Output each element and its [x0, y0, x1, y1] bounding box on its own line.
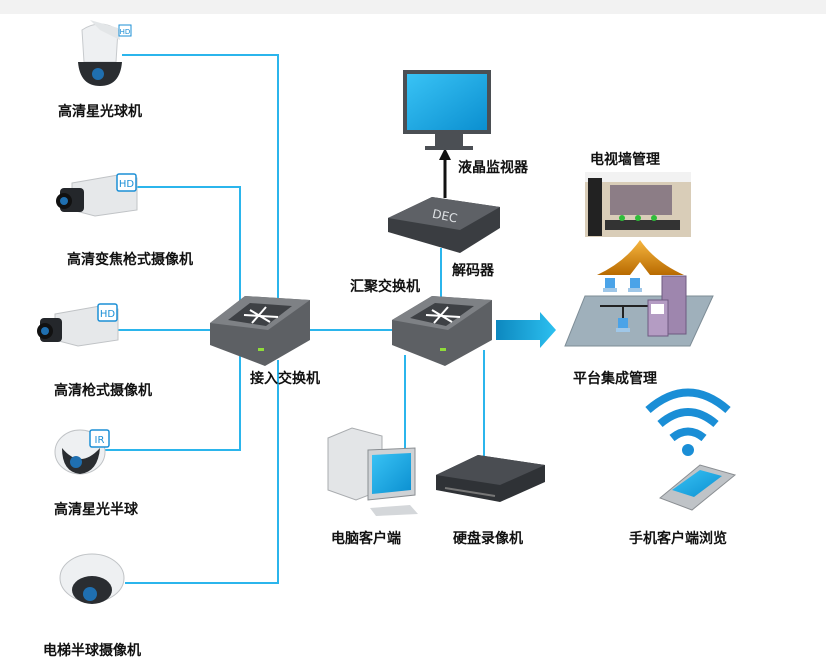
- label-mobile-client: 手机客户端浏览: [629, 530, 727, 547]
- wires: [105, 54, 485, 584]
- video-wall-icon: [585, 172, 691, 237]
- label-ptz-camera: 高清星光球机: [58, 103, 142, 120]
- label-pc-client: 电脑客户端: [331, 530, 401, 547]
- label-zoom-bullet-camera: 高清变焦枪式摄像机: [67, 251, 193, 268]
- hd-badge: HD: [119, 179, 135, 190]
- dome-camera-icon: [59, 553, 125, 604]
- hd-badge: HD: [120, 28, 131, 36]
- label-access-switch: 接入交换机: [250, 370, 320, 387]
- monitor-icon: [403, 70, 491, 150]
- top-bar: [0, 0, 826, 14]
- smartphone-wifi-icon: [645, 388, 737, 511]
- label-decoder: 解码器: [452, 262, 495, 279]
- network-platform-icon: [564, 275, 714, 347]
- label-nvr: 硬盘录像机: [453, 530, 523, 547]
- label-core-switch: 汇聚交换机: [350, 278, 420, 295]
- switch-icon: [210, 296, 310, 366]
- label-elevator-camera: 电梯半球摄像机: [43, 642, 141, 659]
- arrow-right-icon: [496, 312, 556, 348]
- label-bullet-camera: 高清枪式摄像机: [54, 382, 152, 399]
- wire-zoom-bullet: [137, 186, 241, 305]
- ptz-dome-camera-icon: HD: [78, 20, 132, 86]
- decoder-icon: DEC: [388, 197, 500, 253]
- box-camera-icon: HD: [37, 303, 119, 347]
- desktop-pc-icon: [327, 427, 418, 516]
- nvr-icon: [436, 455, 545, 502]
- label-platform: 平台集成管理: [573, 370, 657, 387]
- wire-half-dome: [105, 355, 241, 451]
- wire-elevator: [125, 360, 279, 584]
- dec-badge: DEC: [431, 207, 459, 226]
- switch-icon: [392, 296, 492, 366]
- label-tv-wall: 电视墙管理: [590, 151, 660, 168]
- box-camera-icon: HD: [56, 173, 138, 217]
- wire-ptz: [122, 54, 279, 302]
- hd-badge: HD: [100, 309, 116, 320]
- label-half-dome-camera: 高清星光半球: [54, 501, 139, 518]
- label-monitor: 液晶监视器: [458, 159, 529, 176]
- dome-camera-icon: IR: [54, 429, 110, 475]
- ir-badge: IR: [95, 435, 105, 446]
- arrow-up-icon: [597, 240, 684, 275]
- arrow-up-icon: [439, 148, 451, 198]
